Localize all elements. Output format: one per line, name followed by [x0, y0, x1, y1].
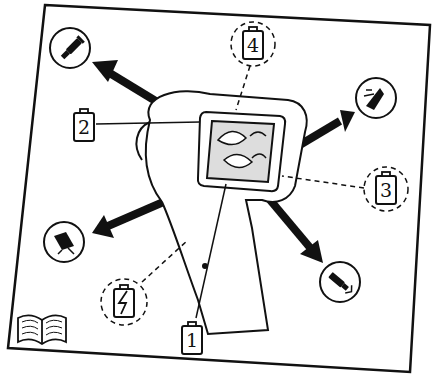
- callout-number: 1: [182, 331, 202, 350]
- callout-number: 4: [243, 36, 263, 55]
- handheld-device: [136, 91, 306, 334]
- callout-number: 3: [376, 181, 396, 200]
- instruction-card: [8, 5, 430, 372]
- leader-lines: [96, 66, 364, 318]
- callout-number: 2: [74, 118, 94, 137]
- callout-frames: [74, 22, 408, 354]
- manual-icon: [18, 315, 66, 344]
